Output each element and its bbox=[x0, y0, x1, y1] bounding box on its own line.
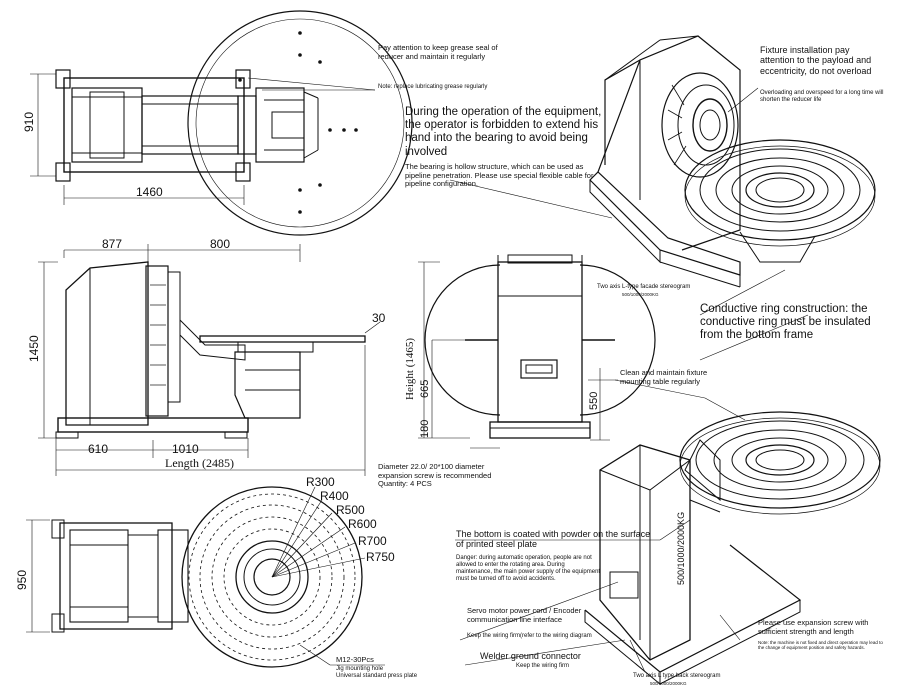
dim-height: Height (1465) bbox=[404, 338, 416, 400]
radius-r700: R700 bbox=[358, 534, 387, 548]
label-facade-capacity: 500/1000/2000KG bbox=[622, 292, 659, 297]
radius-r500: R500 bbox=[336, 503, 365, 517]
dim-180: 180 bbox=[419, 420, 431, 438]
note-servo: Servo motor power cord / Encoder communi… bbox=[467, 606, 582, 624]
note-conductive: Conductive ring construction: the conduc… bbox=[700, 303, 871, 342]
note-m12-plate: Universal standard press plate bbox=[336, 673, 418, 679]
dim-1450: 1450 bbox=[27, 335, 41, 362]
radius-r300: R300 bbox=[306, 475, 335, 489]
note-diameter: Diameter 22.0/ 20*100 diameter expansion… bbox=[378, 462, 492, 489]
label-back: Two axis L type back stereogram bbox=[633, 673, 721, 679]
note-welder: Welder ground connector bbox=[480, 651, 581, 661]
dim-910: 910 bbox=[22, 112, 36, 132]
vertical-capacity-label: 500/1000/2000KG bbox=[676, 512, 686, 585]
note-grease-small: Note: replace lubricating grease regular… bbox=[378, 84, 488, 90]
label-back-capacity: 500/1000/2000KG bbox=[650, 681, 687, 686]
note-danger: Danger: during automatic operation, peop… bbox=[456, 555, 601, 582]
radius-r750: R750 bbox=[366, 550, 395, 564]
dim-950: 950 bbox=[15, 570, 29, 590]
note-clean: Clean and maintain fixture mounting tabl… bbox=[620, 368, 708, 386]
note-grease: Pay attention to keep grease seal of red… bbox=[378, 43, 498, 61]
front-view bbox=[418, 254, 656, 449]
note-expansion: Please use expansion screw with sufficie… bbox=[758, 618, 869, 636]
note-coated: The bottom is coated with powder on the … bbox=[456, 529, 651, 550]
dim-1010: 1010 bbox=[172, 442, 199, 456]
radius-r600: R600 bbox=[348, 517, 377, 531]
iso-back-view bbox=[584, 411, 881, 685]
radius-r400: R400 bbox=[320, 489, 349, 503]
top-view bbox=[30, 10, 413, 236]
dim-877: 877 bbox=[102, 237, 123, 251]
note-wiring-firm: Keep the wiring firm bbox=[516, 663, 570, 669]
note-wiring: Keep the wiring firm(refer to the wiring… bbox=[467, 633, 592, 639]
note-bearing-small: The bearing is hollow structure, which c… bbox=[405, 162, 594, 189]
dim-30: 30 bbox=[372, 311, 386, 325]
label-facade: Two axis L-type facade stereogram bbox=[597, 284, 691, 290]
rotated-labels: 910 1450 Height (1465) 665 550 180 950 5… bbox=[15, 112, 686, 590]
dim-610: 610 bbox=[88, 442, 109, 456]
dim-800: 800 bbox=[210, 237, 231, 251]
dim-length: Length (2485) bbox=[165, 456, 234, 470]
leader-lines bbox=[247, 77, 809, 673]
note-m12-hole: Jig mounting hole bbox=[336, 666, 384, 672]
note-fixture-small: Overloading and overspeed for a long tim… bbox=[760, 90, 884, 103]
iso-facade-view bbox=[589, 35, 876, 288]
note-expansion-small: Note: the machine is not fixed and direc… bbox=[758, 640, 883, 651]
dim-665: 665 bbox=[419, 380, 431, 398]
side-view bbox=[38, 244, 381, 476]
dim-1460: 1460 bbox=[136, 185, 163, 199]
bottom-view bbox=[26, 486, 385, 668]
note-fixture: Fixture installation pay attention to th… bbox=[760, 45, 872, 76]
note-bearing: During the operation of the equipment, t… bbox=[405, 106, 602, 158]
dim-550: 550 bbox=[588, 392, 600, 410]
note-m12: M12-30Pcs bbox=[336, 655, 374, 664]
